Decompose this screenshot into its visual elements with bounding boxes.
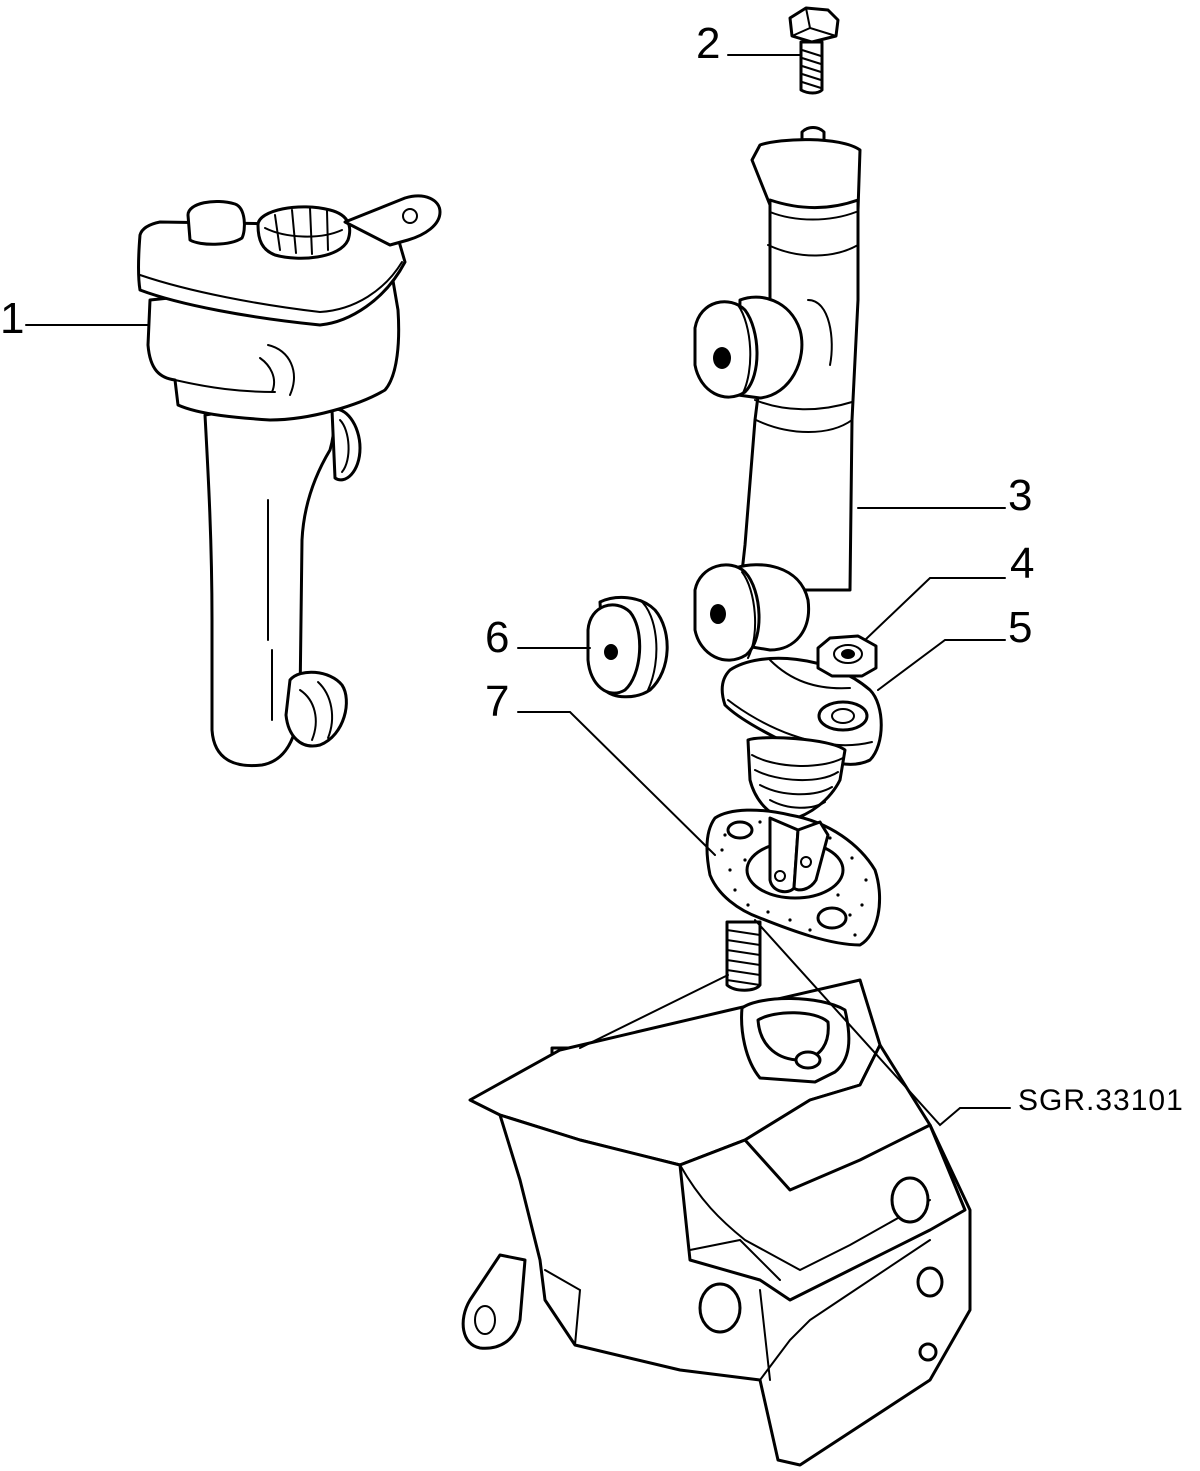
callout-3: 3 bbox=[1008, 471, 1032, 520]
callout-5: 5 bbox=[1008, 603, 1032, 652]
mounting-bracket bbox=[461, 978, 972, 1467]
part-1-reservoir bbox=[137, 194, 442, 768]
callout-6: 6 bbox=[485, 613, 509, 662]
part-4-nut bbox=[816, 634, 878, 678]
part-7-gasket bbox=[705, 808, 882, 947]
reference-code: SGR.33101 bbox=[1018, 1084, 1184, 1117]
callout-2: 2 bbox=[696, 19, 720, 68]
callout-7: 7 bbox=[485, 677, 509, 726]
part-2-bolt bbox=[788, 6, 840, 95]
part-6-grommet bbox=[586, 596, 669, 699]
leader-lines bbox=[25, 54, 1011, 1127]
callout-4: 4 bbox=[1010, 539, 1034, 588]
part-3-body bbox=[693, 126, 883, 822]
callout-1: 1 bbox=[0, 294, 24, 343]
part-5-washer bbox=[817, 700, 869, 732]
